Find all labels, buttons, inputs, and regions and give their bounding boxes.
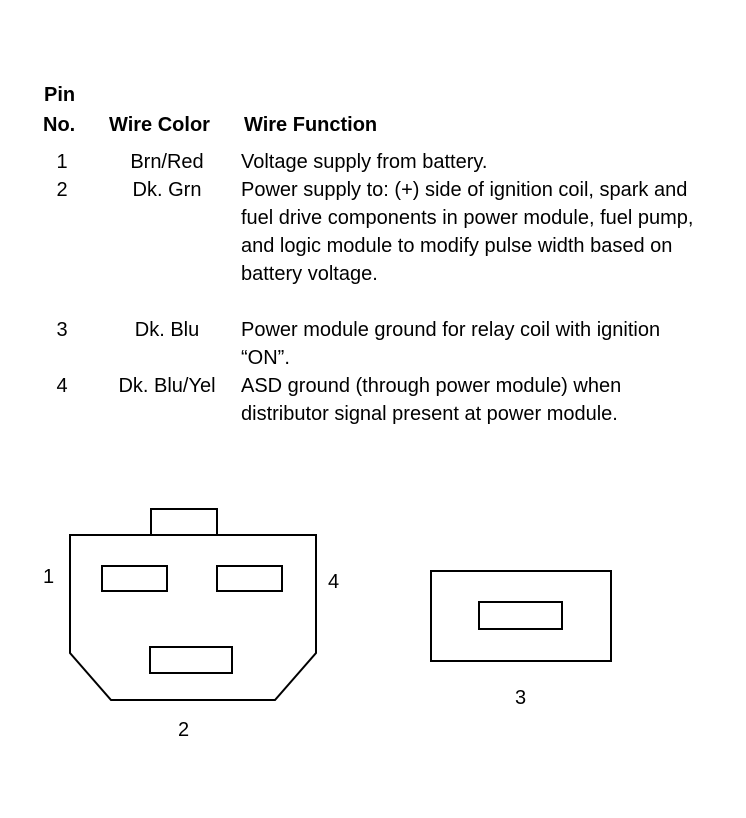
connector-left-tab [150,508,218,536]
row-1-color: Brn/Red [130,151,204,173]
connector-left-body [69,534,317,701]
row-2-color: Dk. Grn [132,179,202,201]
terminal-pin3 [478,601,563,630]
diagram-label-pin3: 3 [515,687,527,709]
terminal-pin2 [149,646,233,674]
diagram-label-pin1: 1 [43,566,55,588]
connector-right [430,570,612,662]
header-pin-line1: Pin [44,84,76,106]
header-wire-function: Wire Function [244,114,378,136]
row-3-pin: 3 [56,319,68,341]
header-pin-line2: No. [43,114,76,136]
row-2-pin: 2 [56,179,68,201]
row-3-function: Power module ground for relay coil with … [241,319,661,369]
header-wire-color: Wire Color [109,114,210,136]
row-2-function: Power supply to: (+) side of ignition co… [241,179,694,285]
terminal-pin1 [101,565,168,592]
diagram-label-pin2: 2 [178,719,190,741]
diagram-label-pin4: 4 [328,571,340,593]
connector-right-body [430,570,612,662]
row-4-pin: 4 [56,375,68,397]
row-1-function: Voltage supply from battery. [241,151,488,173]
row-4-color: Dk. Blu/Yel [118,375,216,397]
row-4-function: ASD ground (through power module) when d… [241,375,622,425]
row-3-color: Dk. Blu [134,319,200,341]
row-1-pin: 1 [56,151,68,173]
connector-left [69,508,317,701]
terminal-pin4 [216,565,283,592]
